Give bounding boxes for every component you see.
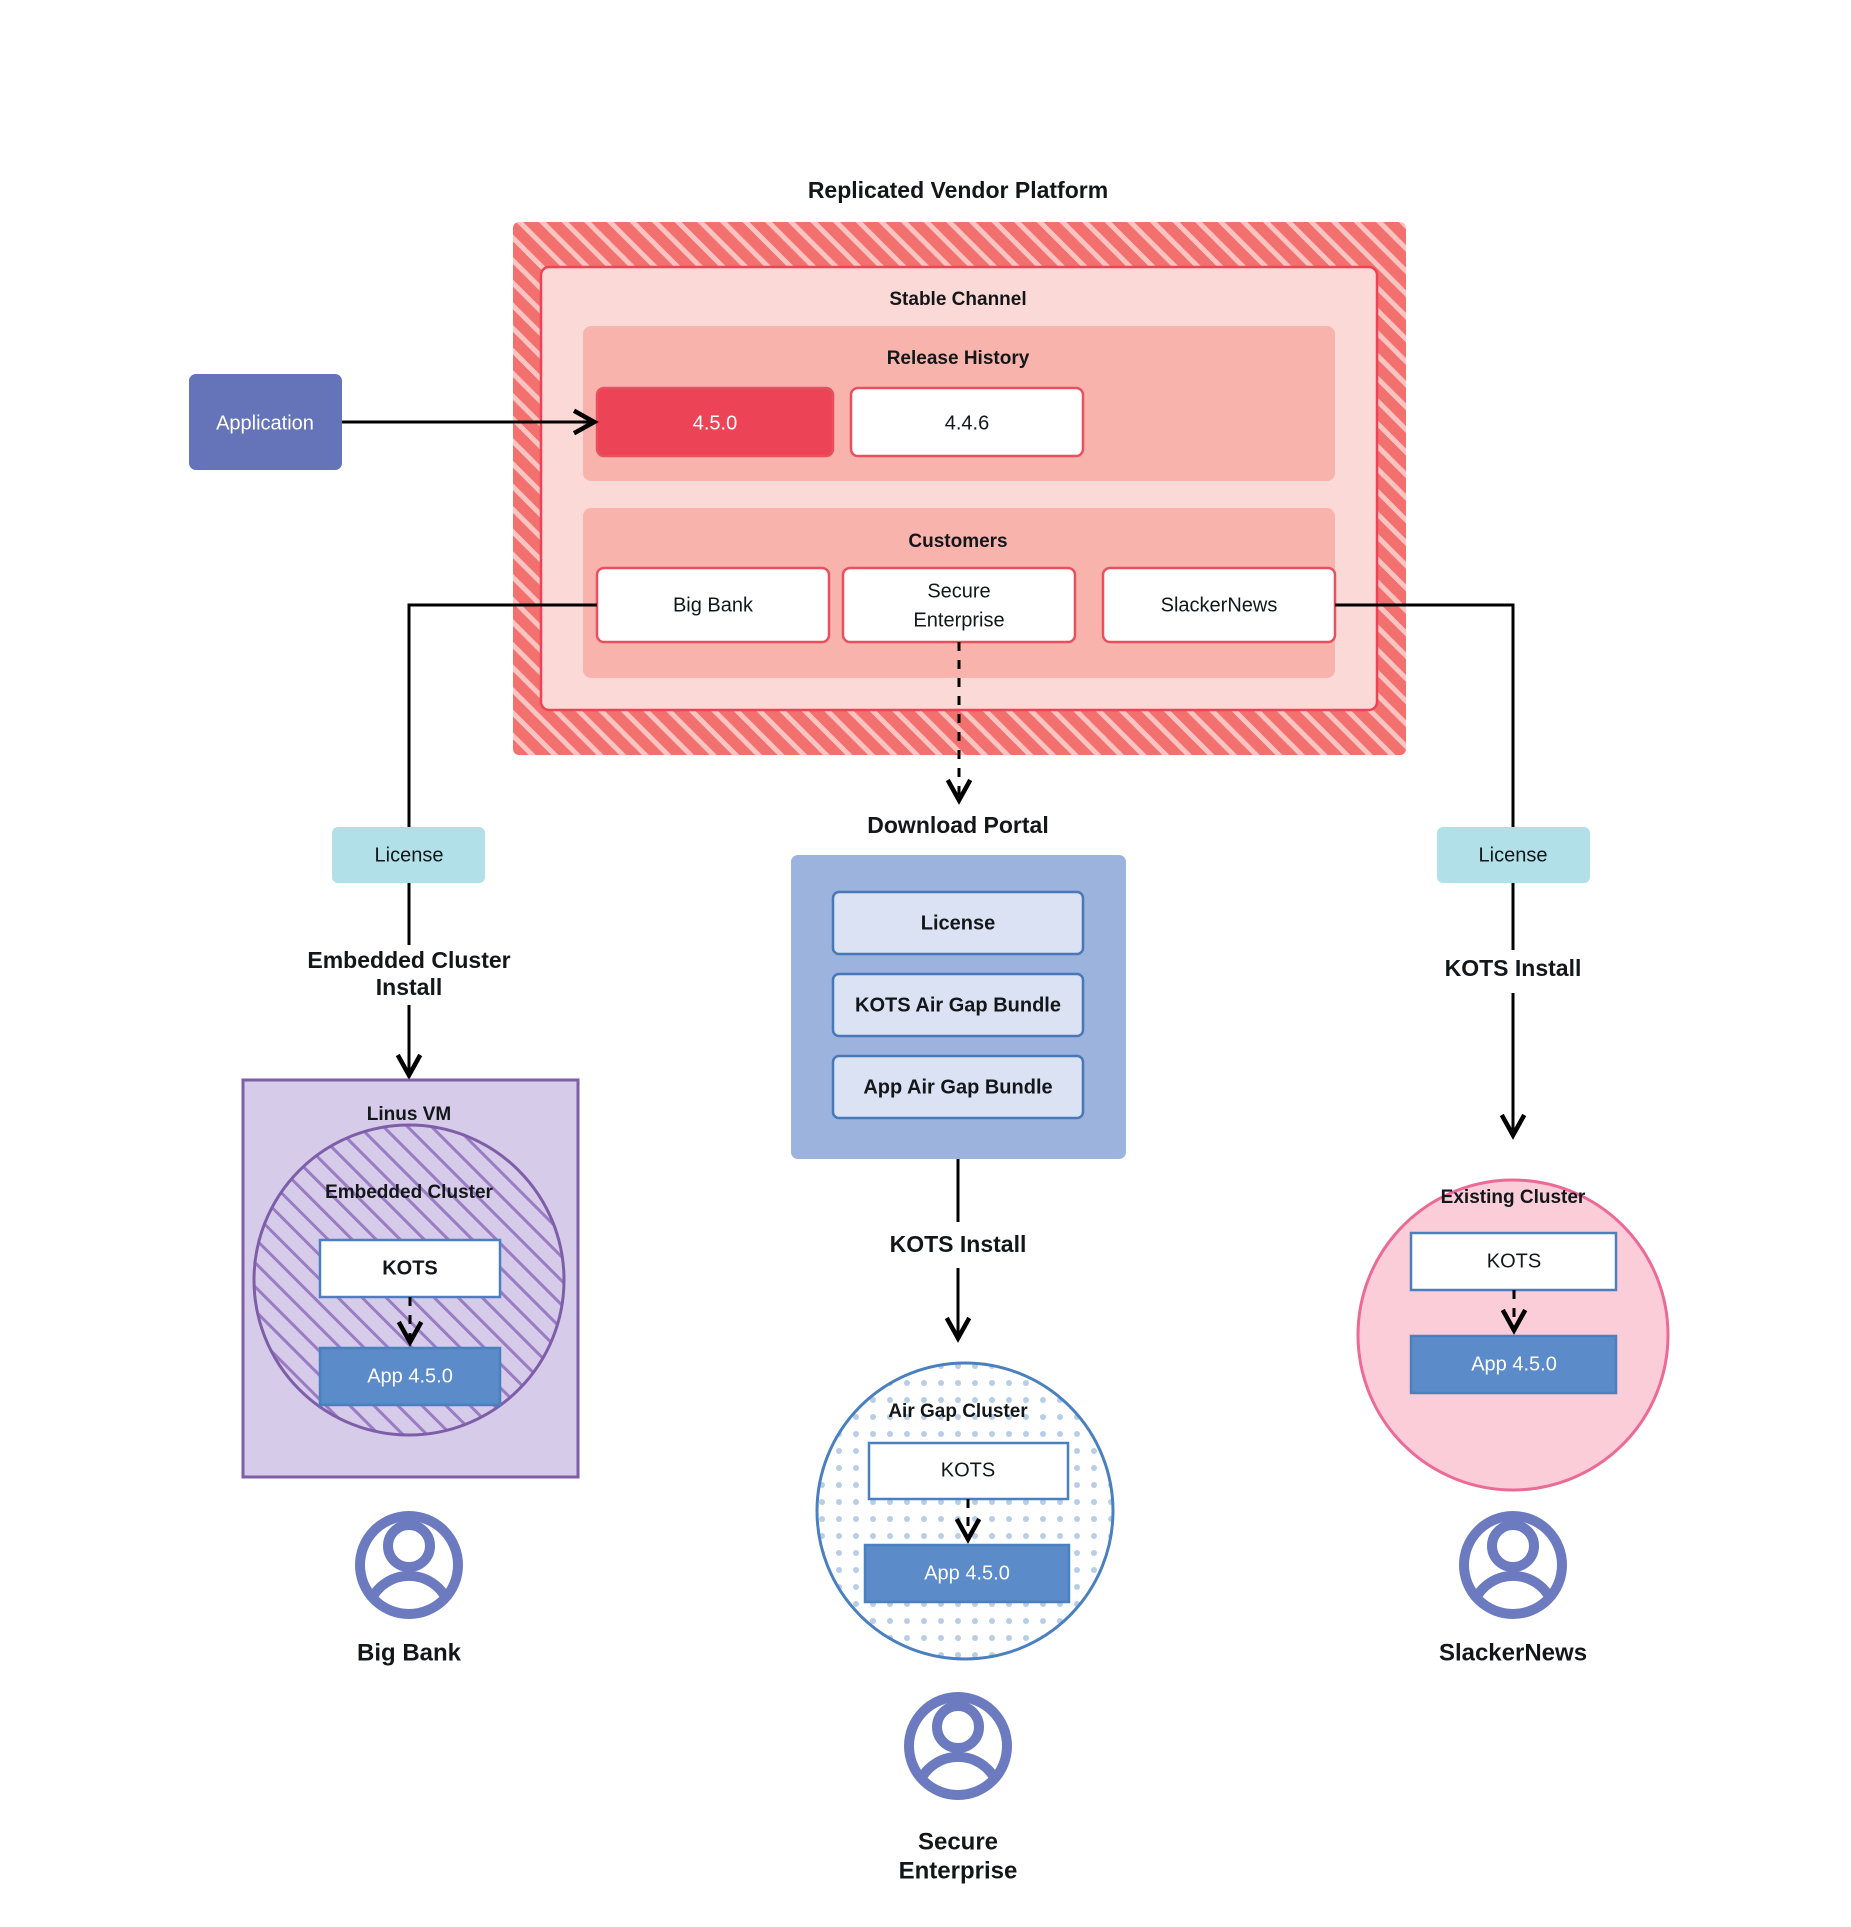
existing-kots-box[interactable] <box>1409 1231 1618 1292</box>
edge-slackernews-to-license-right <box>1335 603 1515 827</box>
flow-label-center: KOTS Install <box>890 1231 1027 1257</box>
persona-big-bank: Big Bank <box>355 1511 463 1666</box>
persona-slackernews: SlackerNews <box>1439 1511 1587 1666</box>
license-box-left[interactable] <box>332 827 485 883</box>
license-label-left: License <box>375 844 444 866</box>
customer-name-big-bank: Big Bank <box>673 594 754 616</box>
existing-kots-label: KOTS <box>1487 1250 1541 1272</box>
release-history-label: Release History <box>887 348 1030 369</box>
application-box[interactable] <box>189 374 342 470</box>
air-gap-cluster-label: Air Gap Cluster <box>888 1401 1028 1422</box>
linus-vm-label: Linus VM <box>367 1104 451 1125</box>
portal-artifact-app-airgap-bundle[interactable] <box>831 1054 1085 1120</box>
airgap-app-box[interactable] <box>863 1543 1071 1604</box>
persona-secure-enterprise: Secure Enterprise <box>899 1692 1018 1884</box>
embedded-app-label: App 4.5.0 <box>367 1365 453 1387</box>
edge-bigbank-to-license-left <box>407 603 597 827</box>
customers-label: Customers <box>908 531 1007 552</box>
flow-label-right: KOTS Install <box>1445 955 1582 981</box>
persona-label-slackernews: SlackerNews <box>1439 1639 1587 1666</box>
embedded-kots-label: KOTS <box>382 1257 438 1279</box>
portal-artifact-kots-airgap-bundle-label: KOTS Air Gap Bundle <box>855 994 1061 1016</box>
flow-label-left-line1: Embedded Cluster <box>307 947 510 973</box>
portal-artifact-license[interactable] <box>831 890 1085 956</box>
portal-artifact-app-airgap-bundle-label: App Air Gap Bundle <box>863 1076 1052 1098</box>
portal-artifact-kots-airgap-bundle[interactable] <box>831 972 1085 1038</box>
portal-artifact-license-label: License <box>921 912 995 934</box>
embedded-app-box[interactable] <box>318 1346 502 1407</box>
stable-channel-label: Stable Channel <box>889 289 1026 310</box>
license-label-right: License <box>1479 844 1548 866</box>
existing-app-label: App 4.5.0 <box>1471 1353 1557 1375</box>
user-avatar-icon <box>355 1511 463 1619</box>
user-avatar-icon <box>1459 1511 1567 1619</box>
persona-label-secure-enterprise-line2: Enterprise <box>899 1857 1018 1884</box>
release-card-previous[interactable] <box>849 386 1085 458</box>
airgap-app-label: App 4.5.0 <box>924 1562 1010 1584</box>
persona-label-big-bank: Big Bank <box>357 1639 462 1666</box>
airgap-kots-label: KOTS <box>941 1459 995 1481</box>
license-box-right[interactable] <box>1437 827 1590 883</box>
release-version-current: 4.5.0 <box>693 412 737 434</box>
user-avatar-icon <box>904 1692 1012 1800</box>
customer-name-secure-enterprise-line1: Secure <box>927 580 990 602</box>
existing-app-box[interactable] <box>1409 1334 1618 1395</box>
application-label: Application <box>216 412 314 434</box>
customer-name-secure-enterprise-line2: Enterprise <box>913 609 1004 631</box>
existing-cluster-label: Existing Cluster <box>1441 1187 1586 1208</box>
embedded-cluster-label: Embedded Cluster <box>325 1182 493 1203</box>
customer-name-slackernews: SlackerNews <box>1161 594 1278 616</box>
persona-label-secure-enterprise-line1: Secure <box>918 1828 998 1855</box>
download-portal-title: Download Portal <box>867 812 1048 838</box>
release-version-previous: 4.4.6 <box>945 412 989 434</box>
flow-label-left-line2: Install <box>376 974 442 1000</box>
diagram-title: Replicated Vendor Platform <box>808 177 1108 203</box>
